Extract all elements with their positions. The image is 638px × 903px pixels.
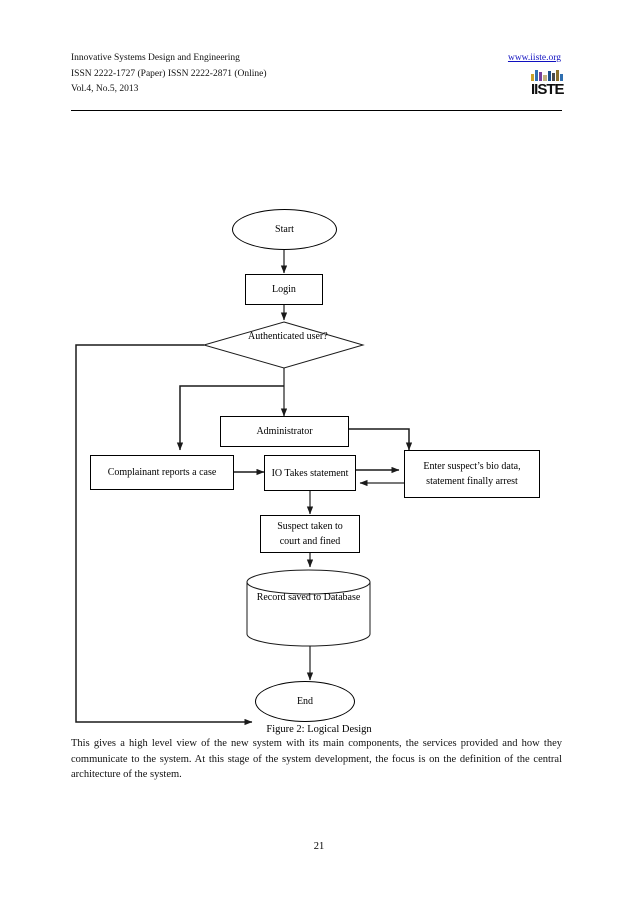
node-database[interactable]: Record saved to Database xyxy=(247,569,370,646)
node-io-statement-label: IO Takes statement xyxy=(271,467,349,479)
node-suspect-bio-data[interactable]: Enter suspect’s bio data, statement fina… xyxy=(404,450,540,498)
body-paragraph: This gives a high level view of the new … xyxy=(71,738,562,781)
node-login[interactable]: Login xyxy=(245,274,323,305)
node-io-statement[interactable]: IO Takes statement xyxy=(264,455,356,491)
node-suspect-court-line1: Suspect taken to xyxy=(277,521,343,532)
node-suspect-bio-line2: statement finally arrest xyxy=(426,476,518,487)
page-number: 21 xyxy=(313,841,325,852)
logo-color-bars-icon xyxy=(531,70,563,81)
journal-volume: Vol.4, No.5, 2013 xyxy=(71,84,139,94)
node-end[interactable]: End xyxy=(255,681,355,722)
iiste-logo: IISTE xyxy=(531,70,565,104)
node-administrator[interactable]: Administrator xyxy=(220,416,349,447)
node-database-label: Record saved to Database xyxy=(256,592,361,603)
node-complainant[interactable]: Complainant reports a case xyxy=(90,455,234,490)
journal-title: Innovative Systems Design and Engineerin… xyxy=(71,53,240,63)
node-authenticated-user[interactable]: Authenticated user? xyxy=(204,322,363,368)
journal-header: Innovative Systems Design and Engineerin… xyxy=(71,51,561,98)
node-authenticated-user-label: Authenticated user? xyxy=(248,331,328,342)
node-login-label: Login xyxy=(272,284,296,295)
node-start[interactable]: Start xyxy=(232,209,337,250)
node-complainant-label: Complainant reports a case xyxy=(107,467,217,478)
logo-wordmark: IISTE xyxy=(531,81,565,98)
journal-issn: ISSN 2222-1727 (Paper) ISSN 2222-2871 (O… xyxy=(71,68,267,79)
node-suspect-bio-line1: Enter suspect’s bio data, xyxy=(423,461,521,472)
node-end-label: End xyxy=(296,696,314,707)
node-suspect-court[interactable]: Suspect taken to court and fined xyxy=(260,515,360,553)
node-administrator-label: Administrator xyxy=(256,426,313,437)
header-divider xyxy=(71,110,562,111)
node-suspect-court-line2: court and fined xyxy=(279,536,341,547)
journal-url-link[interactable]: www.iiste.org xyxy=(507,53,561,63)
figure-caption: Figure 2: Logical Design xyxy=(266,724,372,735)
node-start-label: Start xyxy=(275,224,294,235)
